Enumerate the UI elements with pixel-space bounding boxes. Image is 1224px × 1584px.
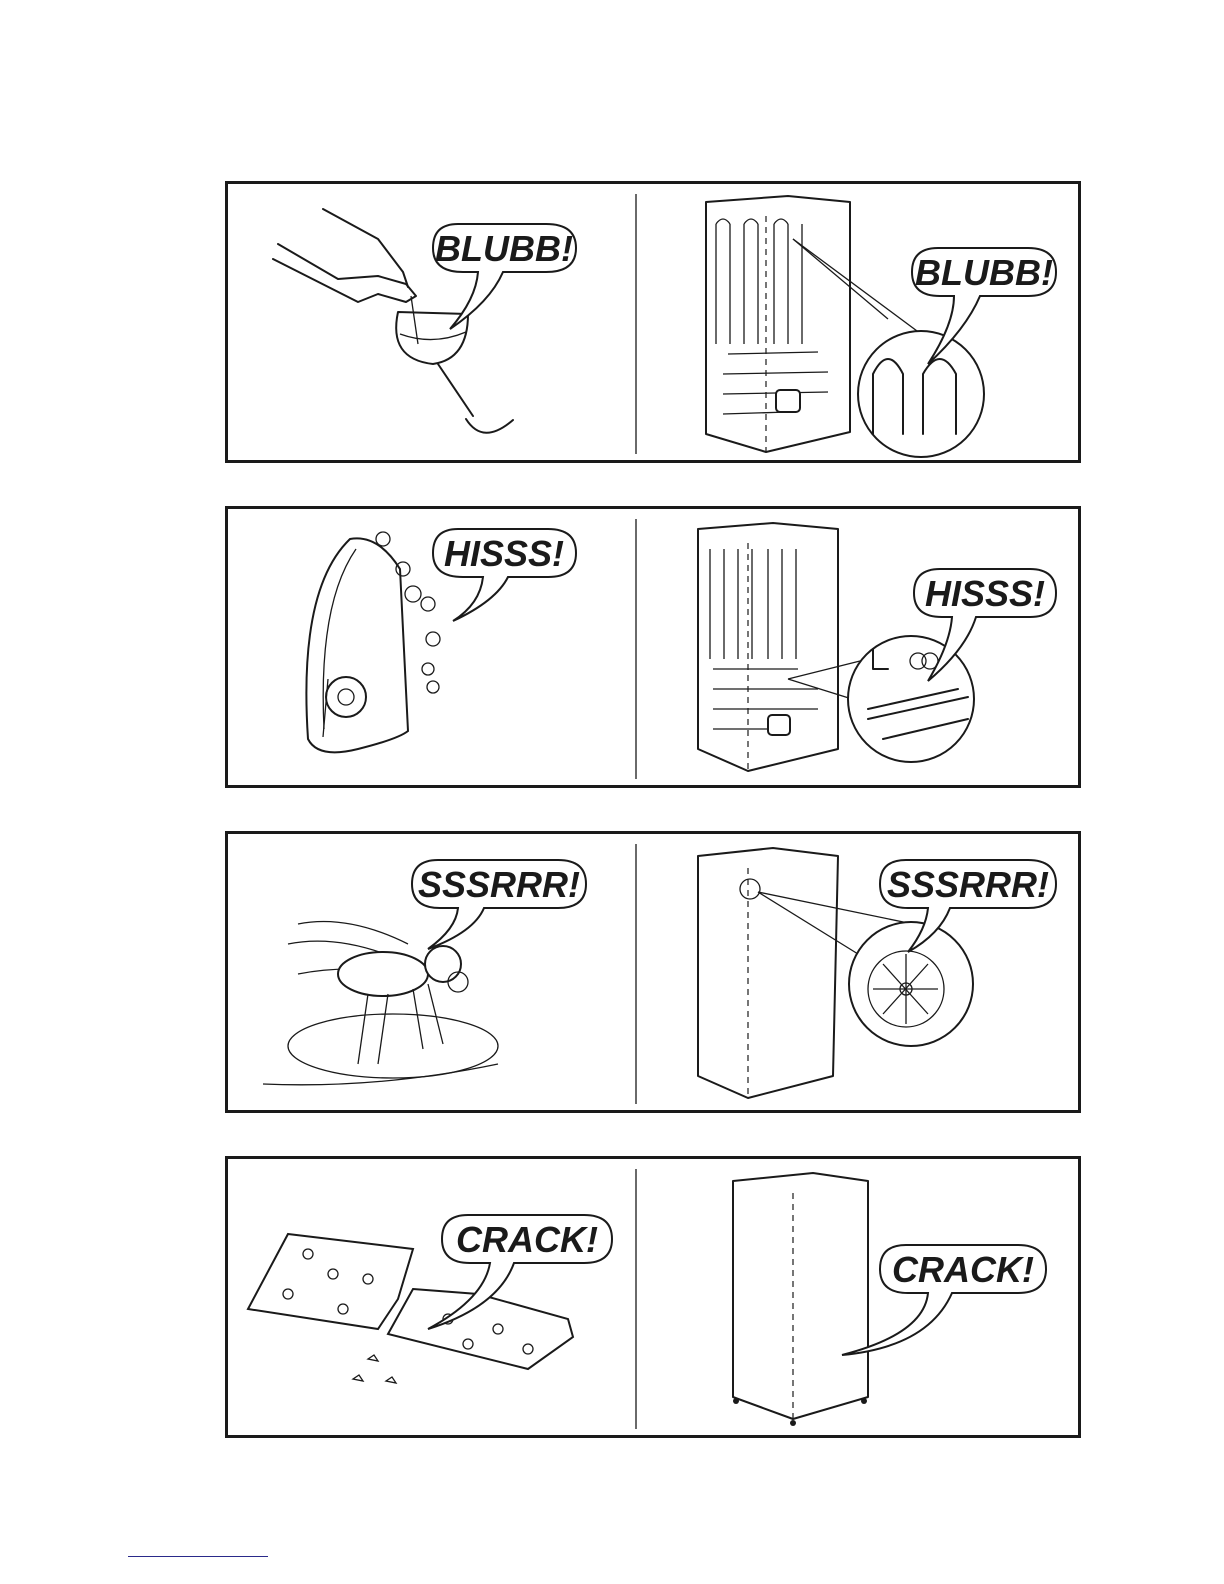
- speech-bubble-left: HISSS!: [433, 529, 576, 621]
- speech-bubble-right: CRACK!: [842, 1245, 1046, 1355]
- wine-bottle-icon: [273, 209, 416, 302]
- panel-crack: CRACK! CRACK!: [225, 1156, 1081, 1438]
- panel-1-art: BLUBB! BLUBB!: [228, 184, 1078, 460]
- sound-label-right: SSSRRR!: [887, 864, 1049, 905]
- sound-label-right: CRACK!: [892, 1249, 1034, 1290]
- speech-bubble-left: SSSRRR!: [412, 860, 586, 949]
- panel-3-art: SSSRRR! SSSRRR!: [228, 834, 1078, 1110]
- sound-label-left: SSSRRR!: [418, 864, 580, 905]
- fridge-cabinet-icon: [733, 1173, 868, 1426]
- fly-icon: [263, 922, 498, 1085]
- sound-label-left: BLUBB!: [435, 228, 573, 269]
- fridge-coils-icon: [698, 523, 838, 771]
- steam-iron-icon: [306, 538, 408, 752]
- sound-label-right: HISSS!: [925, 573, 1045, 614]
- fridge-coils-icon: [706, 196, 850, 452]
- wine-glass-icon: [396, 296, 513, 433]
- panel-4-art: CRACK! CRACK!: [228, 1159, 1078, 1435]
- sound-label-left: CRACK!: [456, 1219, 598, 1260]
- panel-2-art: HISSS! HISSS!: [228, 509, 1078, 785]
- panel-sssrrr: SSSRRR! SSSRRR!: [225, 831, 1081, 1113]
- footer-rule: [128, 1556, 268, 1557]
- sound-label-left: HISSS!: [444, 533, 564, 574]
- panel-hisss: HISSS! HISSS!: [225, 506, 1081, 788]
- panel-blubb: BLUBB! BLUBB!: [225, 181, 1081, 463]
- sound-label-right: BLUBB!: [915, 252, 1053, 293]
